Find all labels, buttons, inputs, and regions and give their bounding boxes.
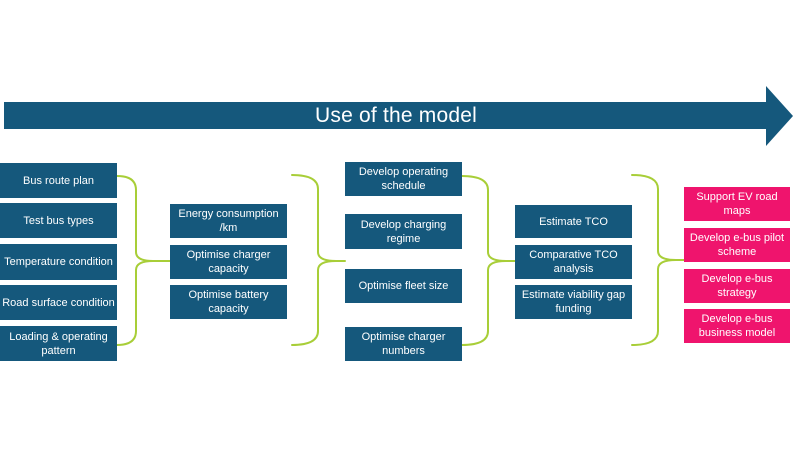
- arrow-head-icon: [766, 86, 793, 146]
- box-develop-ebus-business-model: Develop e-bus business model: [684, 309, 790, 343]
- box-temperature-condition: Temperature condition: [0, 244, 117, 280]
- box-optimise-charger-numbers: Optimise charger numbers: [345, 327, 462, 361]
- box-label: Support EV road maps: [696, 191, 778, 217]
- box-test-bus-types: Test bus types: [0, 203, 117, 238]
- slide-title: Use of the model: [315, 104, 477, 127]
- box-label: Develop e-bus strategy: [701, 273, 773, 299]
- box-optimise-charger-capacity: Optimise charger capacity: [170, 245, 287, 279]
- title-arrow-bar: [4, 102, 767, 129]
- box-label: Energy consumption /km: [178, 208, 279, 234]
- box-label: Optimise charger capacity: [186, 249, 271, 275]
- box-label: Optimise fleet size: [358, 280, 449, 292]
- box-label: Develop e-bus business model: [698, 313, 776, 339]
- box-label: Estimate TCO: [539, 215, 608, 228]
- box-label: Loading & operating pattern: [9, 330, 108, 357]
- box-label: Develop charging regime: [360, 218, 447, 245]
- bracket-1-icon: [116, 175, 171, 346]
- box-road-surface-condition: Road surface condition: [0, 285, 117, 320]
- box-label: Bus route plan: [23, 174, 94, 187]
- box-label: Develop operating schedule: [358, 166, 449, 192]
- box-label: Test bus types: [23, 214, 94, 227]
- box-optimise-battery-capacity: Optimise battery capacity: [170, 285, 287, 319]
- box-loading-operating-pattern: Loading & operating pattern: [0, 326, 117, 361]
- box-label: Develop e-bus pilot scheme: [689, 232, 785, 258]
- box-develop-ebus-pilot-scheme: Develop e-bus pilot scheme: [684, 228, 790, 262]
- box-bus-route-plan: Bus route plan: [0, 163, 117, 198]
- bracket-4-icon: [631, 174, 685, 346]
- box-develop-operating-schedule: Develop operating schedule: [345, 162, 462, 196]
- bracket-2-icon: [291, 174, 346, 346]
- box-estimate-viability-gap-funding: Estimate viability gap funding: [515, 285, 632, 319]
- box-energy-consumption-km: Energy consumption /km: [170, 204, 287, 238]
- box-comparative-tco-analysis: Comparative TCO analysis: [515, 245, 632, 279]
- box-label: Optimise charger numbers: [361, 331, 446, 357]
- box-optimise-fleet-size: Optimise fleet size: [345, 269, 462, 303]
- box-develop-charging-regime: Develop charging regime: [345, 214, 462, 249]
- box-label: Road surface condition: [2, 296, 115, 309]
- box-label: Estimate viability gap funding: [521, 289, 626, 315]
- box-label: Comparative TCO analysis: [529, 249, 618, 275]
- box-label: Temperature condition: [4, 256, 113, 268]
- box-support-ev-road-maps: Support EV road maps: [684, 187, 790, 221]
- box-label: Optimise battery capacity: [188, 289, 269, 315]
- bracket-3-icon: [461, 175, 516, 346]
- box-develop-ebus-strategy: Develop e-bus strategy: [684, 269, 790, 303]
- box-estimate-tco: Estimate TCO: [515, 205, 632, 238]
